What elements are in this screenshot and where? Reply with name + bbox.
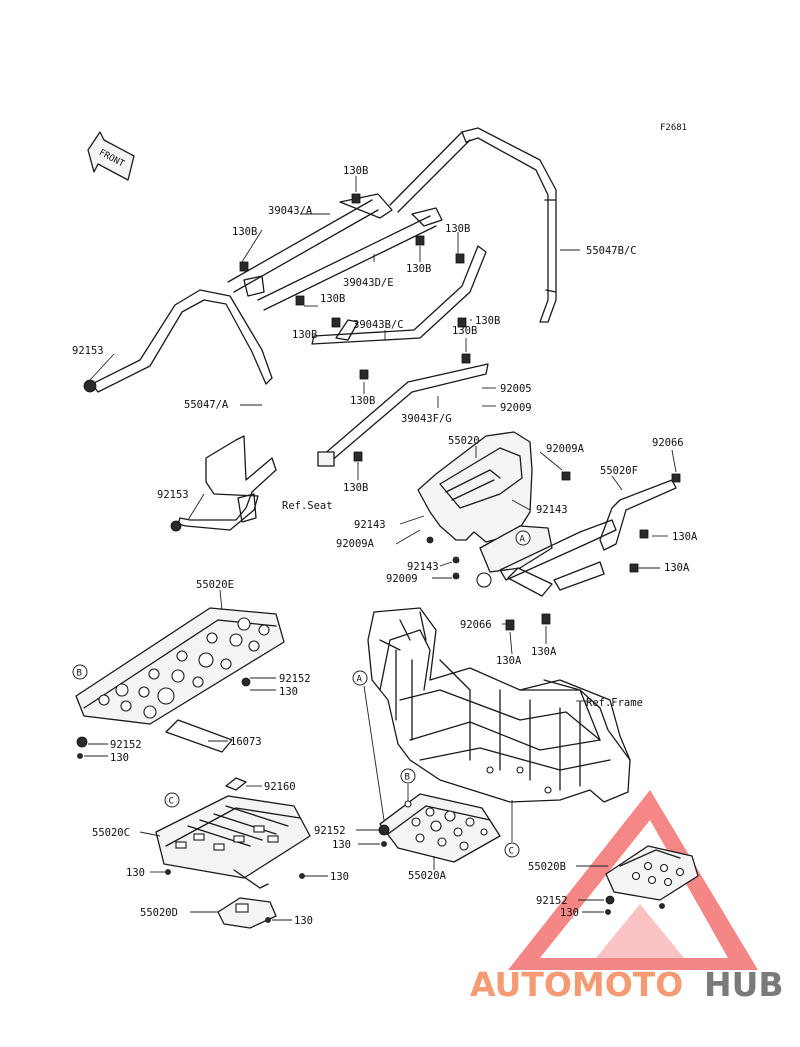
label-130a: 130A — [496, 655, 522, 667]
label-55020d: 55020D — [140, 907, 178, 919]
skid-plate-55020c — [155, 795, 311, 889]
circle-marker-b — [400, 768, 416, 784]
ref-seat-label: Ref.Seat — [282, 500, 333, 512]
nut-icon — [76, 736, 88, 748]
label-92066: 92066 — [652, 437, 684, 449]
label-39043bc: 39043B/C — [353, 319, 404, 331]
circle-marker-c — [164, 792, 180, 808]
skid-plate-55020d — [217, 897, 277, 929]
upper-leader-lines — [89, 176, 580, 480]
watermark-text-secondary: HUB — [704, 965, 784, 1004]
circle-marker-b-label: B — [77, 669, 82, 679]
skid-plate-55020a — [379, 793, 501, 863]
label-92009a: 92009A — [546, 443, 585, 455]
circle-marker-c-label: C — [509, 847, 514, 857]
label-130b: 130B — [343, 165, 368, 177]
label-55020b: 55020B — [528, 861, 566, 873]
label-130b: 130B — [475, 315, 500, 327]
skid-plate-55020b — [605, 845, 699, 915]
label-92005: 92005 — [500, 383, 532, 395]
watermark-text-primary: AUTOMOTO — [470, 965, 683, 1004]
label-92152: 92152 — [536, 895, 568, 907]
main-frame — [367, 607, 631, 803]
circle-marker-b — [72, 664, 88, 680]
label-55020: 55020 — [448, 435, 480, 447]
label-92153: 92153 — [157, 489, 189, 501]
label-130: 130 — [279, 686, 298, 698]
front-arrow-icon: FRONT — [87, 131, 135, 181]
circle-marker-c-label: C — [169, 797, 174, 807]
watermark-logo — [508, 790, 758, 970]
label-55020e: 55020E — [196, 579, 234, 591]
label-92160: 92160 — [264, 781, 296, 793]
circle-marker-a-label: A — [520, 535, 526, 545]
label-130a: 130A — [531, 646, 557, 658]
label-92009: 92009 — [500, 402, 532, 414]
figure-code: F2681 — [660, 123, 687, 133]
label-130a: 130A — [664, 562, 690, 574]
label-130: 130 — [560, 907, 579, 919]
label-55047bc: 55047B/C — [586, 245, 637, 257]
label-130: 130 — [332, 839, 351, 851]
bolt-icon — [77, 753, 83, 759]
skid-plate-55020e — [75, 607, 285, 725]
nut-icon — [378, 824, 390, 836]
label-130b: 130B — [232, 226, 257, 238]
label-39043fg: 39043F/G — [401, 413, 452, 425]
watermark-triangle-icon — [508, 790, 758, 970]
label-55020c: 55020C — [92, 827, 130, 839]
label-130: 130 — [126, 867, 145, 879]
leader-line — [139, 831, 161, 837]
rops-frame-assembly — [83, 127, 557, 467]
bolt-icon — [381, 841, 387, 847]
adhesive-strip — [165, 719, 233, 753]
label-130b: 130B — [445, 223, 470, 235]
label-130b: 130B — [343, 482, 368, 494]
label-92152: 92152 — [279, 673, 311, 685]
leader-line — [363, 685, 385, 821]
seat-bracket — [170, 435, 277, 532]
ref-frame-label: Ref.Frame — [586, 697, 643, 709]
circle-marker-c — [504, 842, 520, 858]
label-130b: 130B — [320, 293, 345, 305]
label-92143: 92143 — [354, 519, 386, 531]
circle-marker-a — [515, 530, 531, 546]
leader-line — [219, 589, 223, 611]
label-92152: 92152 — [110, 739, 142, 751]
label-92143: 92143 — [407, 561, 439, 573]
label-92066: 92066 — [460, 619, 492, 631]
label-130b: 130B — [350, 395, 375, 407]
label-130a: 130A — [672, 531, 698, 543]
seat-leader-lines — [395, 446, 677, 655]
label-92153: 92153 — [72, 345, 104, 357]
label-130: 130 — [294, 915, 313, 927]
bolt-icon — [83, 193, 471, 462]
seat-pan-assembly — [417, 431, 681, 631]
clip-92160 — [225, 777, 247, 791]
label-16073: 16073 — [230, 736, 262, 748]
label-92152: 92152 — [314, 825, 346, 837]
label-55047a: 55047/A — [184, 399, 229, 411]
label-130: 130 — [330, 871, 349, 883]
circle-marker-a-label: A — [357, 675, 363, 685]
label-130b: 130B — [406, 263, 431, 275]
label-55020f: 55020F — [600, 465, 638, 477]
label-55020a: 55020A — [408, 870, 447, 882]
label-39043a: 39043/A — [268, 205, 313, 217]
label-130b: 130B — [452, 325, 477, 337]
label-92009a: 92009A — [336, 538, 375, 550]
label-130: 130 — [110, 752, 129, 764]
label-130b: 130B — [292, 329, 317, 341]
circle-marker-b-label: B — [405, 773, 410, 783]
label-39043de: 39043D/E — [343, 277, 394, 289]
circle-marker-a — [352, 670, 368, 686]
label-92143: 92143 — [536, 504, 568, 516]
label-92009: 92009 — [386, 573, 418, 585]
